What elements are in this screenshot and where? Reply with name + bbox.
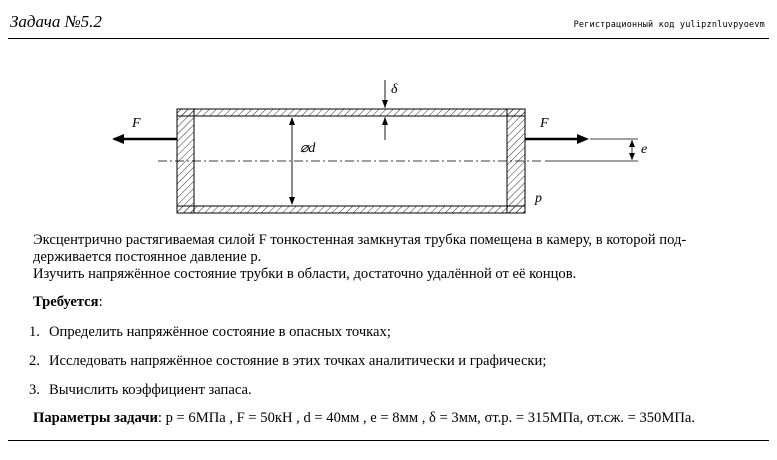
task-text: Исследовать напряжённое состояние в этих… <box>49 353 547 369</box>
task-title: Задача №5.2 <box>10 12 102 31</box>
task-number: 2. <box>29 353 40 369</box>
params-values: : p = 6МПа , F = 50кН , d = 40мм , e = 8… <box>157 410 695 426</box>
params-label: Параметры задачи <box>33 410 158 426</box>
label-F-left: F <box>131 116 141 131</box>
task-item-3: 3. Вычислить коэффициент запаса. <box>29 382 252 399</box>
required-colon: : <box>98 294 103 310</box>
tube-diagram: F F δ ⌀d e p <box>112 80 647 214</box>
label-p: p <box>534 191 542 206</box>
task-parameters: Параметры задачи: p = 6МПа , F = 50кН , … <box>33 410 695 427</box>
problem-statement-line2: держивается постоянное давление p. <box>33 249 262 265</box>
problem-statement-2: Изучить напряжённое состояние трубки в о… <box>33 266 577 282</box>
registration-code: Регистрационный код yulipznluvpyoevm <box>573 20 765 30</box>
label-diameter: ⌀d <box>300 141 316 156</box>
problem-statement-line1: Эксцентрично растягиваемая силой F тонко… <box>33 232 687 248</box>
tube-bottom-wall <box>176 205 526 214</box>
task-item-1: 1. Определить напряжённое состояние в опа… <box>29 324 391 341</box>
label-e: e <box>641 142 647 157</box>
task-item-2: 2. Исследовать напряжённое состояние в эт… <box>29 353 546 370</box>
tube-top-wall <box>176 108 526 117</box>
required-heading: Требуется: <box>33 294 747 311</box>
required-label: Требуется <box>33 294 99 310</box>
label-delta: δ <box>391 82 398 97</box>
task-text: Вычислить коэффициент запаса. <box>49 382 252 398</box>
header-rule <box>8 38 769 39</box>
label-F-right: F <box>539 116 549 131</box>
task-text: Определить напряжённое состояние в опасн… <box>49 324 391 340</box>
footer-rule <box>8 440 769 441</box>
task-number: 3. <box>29 382 40 398</box>
task-number: 1. <box>29 324 40 340</box>
